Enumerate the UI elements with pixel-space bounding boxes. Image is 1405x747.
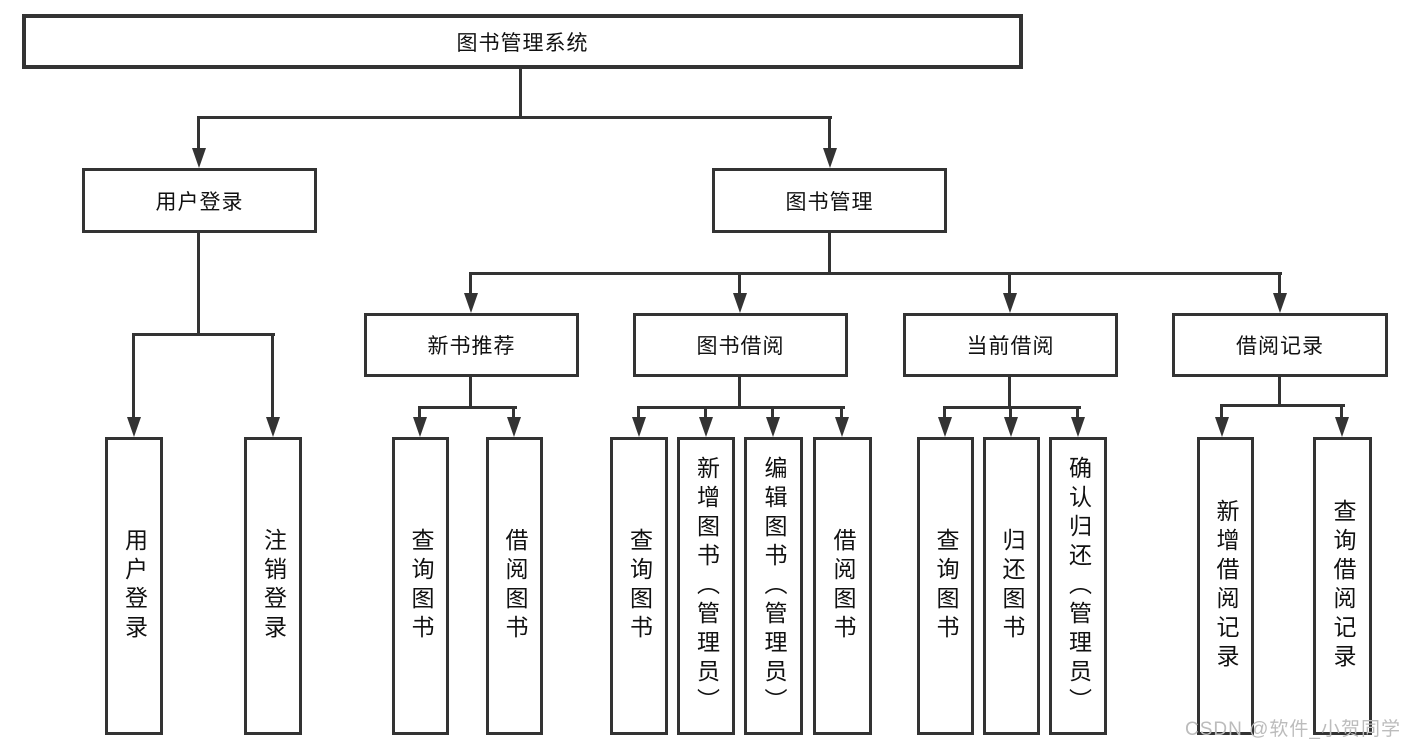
- arrow-down-icon: [733, 293, 747, 313]
- connector-line: [637, 406, 845, 409]
- node-label: 图书管理: [785, 190, 874, 214]
- leaf-user-login: 用户登录: [105, 437, 163, 735]
- connector-line: [943, 406, 946, 419]
- arrow-down-icon: [1071, 417, 1085, 437]
- node-label: 用户登录: [155, 190, 244, 214]
- leaf-add-borrow-record: 新增借阅记录: [1197, 437, 1254, 735]
- connector-line: [1009, 406, 1012, 419]
- leaf-label: 新增借阅记录: [1213, 499, 1239, 673]
- leaf-add-book-admin: 新增图书（管理员）: [677, 437, 735, 735]
- connector-line: [771, 406, 774, 419]
- leaf-label: 确认归还（管理员）: [1065, 455, 1092, 717]
- connector-line: [1278, 272, 1281, 295]
- leaf-borrow-books: 借阅图书: [813, 437, 872, 735]
- connector-line: [197, 233, 200, 336]
- arrow-down-icon: [127, 417, 141, 437]
- node-current-borrowing: 当前借阅: [903, 313, 1118, 377]
- node-label: 借阅记录: [1236, 335, 1324, 358]
- leaf-confirm-return-admin: 确认归还（管理员）: [1049, 437, 1107, 735]
- leaf-label: 新增图书（管理员）: [693, 455, 720, 717]
- leaf-label: 注销登录: [260, 528, 287, 644]
- arrow-down-icon: [938, 417, 952, 437]
- arrow-down-icon: [823, 148, 837, 168]
- connector-line: [1220, 404, 1345, 407]
- leaf-query-books: 查询图书: [917, 437, 974, 735]
- connector-line: [828, 233, 831, 275]
- leaf-label: 查询图书: [933, 528, 959, 644]
- arrow-down-icon: [192, 148, 206, 168]
- leaf-query-books: 查询图书: [392, 437, 449, 735]
- connector-line: [704, 406, 707, 419]
- connector-line: [519, 69, 522, 119]
- leaf-label: 归还图书: [999, 528, 1025, 644]
- arrow-down-icon: [1335, 417, 1349, 437]
- connector-line: [1220, 404, 1223, 419]
- connector-line: [271, 333, 274, 419]
- connector-line: [1076, 406, 1079, 419]
- arrow-down-icon: [1273, 293, 1287, 313]
- connector-line: [198, 116, 832, 119]
- connector-line: [840, 406, 843, 419]
- connector-line: [1008, 377, 1011, 409]
- node-book-management: 图书管理: [712, 168, 947, 233]
- connector-line: [637, 406, 640, 419]
- connector-line: [738, 272, 741, 295]
- connector-line: [418, 406, 517, 409]
- connector-line: [132, 333, 135, 419]
- arrow-down-icon: [835, 417, 849, 437]
- leaf-label: 借阅图书: [502, 528, 528, 644]
- leaf-query-borrow-record: 查询借阅记录: [1313, 437, 1372, 735]
- leaf-edit-book-admin: 编辑图书（管理员）: [744, 437, 803, 735]
- node-borrowing-records: 借阅记录: [1172, 313, 1388, 377]
- node-label: 新书推荐: [427, 335, 516, 358]
- node-book-borrowing: 图书借阅: [633, 313, 848, 377]
- leaf-label: 查询借阅记录: [1330, 499, 1356, 673]
- arrow-down-icon: [766, 417, 780, 437]
- arrow-down-icon: [1004, 417, 1018, 437]
- connector-line: [469, 272, 472, 295]
- leaf-logout: 注销登录: [244, 437, 302, 735]
- leaf-label: 查询图书: [408, 528, 434, 644]
- arrow-down-icon: [1215, 417, 1229, 437]
- connector-line: [512, 406, 515, 419]
- arrow-down-icon: [464, 293, 478, 313]
- leaf-label: 查询图书: [626, 528, 653, 644]
- leaf-label: 借阅图书: [830, 528, 856, 644]
- connector-line: [1340, 404, 1343, 419]
- connector-line: [828, 116, 831, 150]
- arrow-down-icon: [413, 417, 427, 437]
- node-label: 图书借阅: [696, 335, 785, 358]
- leaf-label: 编辑图书（管理员）: [761, 455, 787, 717]
- connector-line: [469, 272, 1282, 275]
- connector-line: [1008, 272, 1011, 295]
- connector-line: [1278, 377, 1281, 407]
- connector-line: [418, 406, 421, 419]
- leaf-return-book: 归还图书: [983, 437, 1040, 735]
- arrow-down-icon: [507, 417, 521, 437]
- arrow-down-icon: [699, 417, 713, 437]
- leaf-label: 用户登录: [121, 528, 148, 644]
- connector-line: [197, 116, 200, 150]
- node-library-management-system: 图书管理系统: [22, 14, 1023, 69]
- node-user-login: 用户登录: [82, 168, 317, 233]
- node-label: 图书管理系统: [456, 31, 589, 55]
- connector-line: [738, 377, 741, 409]
- node-label: 当前借阅: [966, 335, 1055, 358]
- csdn-watermark: CSDN @软件_小贺同学: [1185, 719, 1401, 740]
- node-new-book-recommendation: 新书推荐: [364, 313, 579, 377]
- connector-line: [943, 406, 1081, 409]
- connector-line: [469, 377, 472, 409]
- arrow-down-icon: [632, 417, 646, 437]
- arrow-down-icon: [1003, 293, 1017, 313]
- leaf-borrow-books: 借阅图书: [486, 437, 543, 735]
- arrow-down-icon: [266, 417, 280, 437]
- leaf-query-books: 查询图书: [610, 437, 668, 735]
- connector-line: [132, 333, 275, 336]
